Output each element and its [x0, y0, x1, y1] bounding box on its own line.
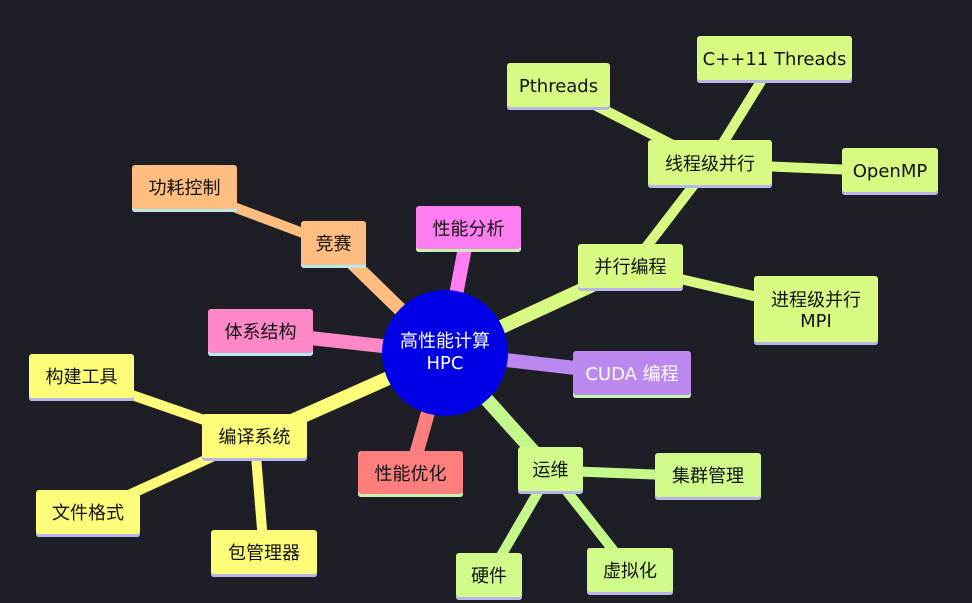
node-cpp11-threads[interactable]: C++11 Threads	[697, 36, 852, 83]
node-package-manager[interactable]: 包管理器	[211, 530, 317, 577]
node-virtualization[interactable]: 虚拟化	[587, 548, 673, 595]
node-process-level-parallelism[interactable]: 进程级并行 MPI	[754, 276, 878, 345]
node-cuda-programming[interactable]: CUDA 编程	[573, 351, 691, 398]
node-file-format[interactable]: 文件格式	[36, 490, 140, 537]
node-build-tools[interactable]: 构建工具	[29, 354, 134, 401]
node-pthreads[interactable]: Pthreads	[507, 63, 610, 110]
node-contest[interactable]: 竞赛	[301, 221, 366, 268]
root-subtitle: HPC	[426, 353, 464, 374]
node-openmp[interactable]: OpenMP	[842, 148, 938, 195]
node-cluster-management[interactable]: 集群管理	[655, 453, 761, 500]
node-performance-analysis[interactable]: 性能分析	[416, 206, 521, 252]
node-performance-optimization[interactable]: 性能优化	[358, 451, 463, 497]
node-power-control[interactable]: 功耗控制	[132, 165, 237, 212]
root-node[interactable]: 高性能计算 HPC	[382, 290, 508, 416]
node-parallel-programming[interactable]: 并行编程	[578, 244, 683, 291]
node-thread-level-parallelism[interactable]: 线程级并行	[648, 140, 772, 188]
node-compile-system[interactable]: 编译系统	[202, 414, 307, 461]
root-title: 高性能计算	[400, 331, 490, 352]
node-hardware[interactable]: 硬件	[456, 553, 522, 600]
node-operations[interactable]: 运维	[518, 447, 583, 494]
node-computer-architecture[interactable]: 体系结构	[208, 309, 313, 356]
